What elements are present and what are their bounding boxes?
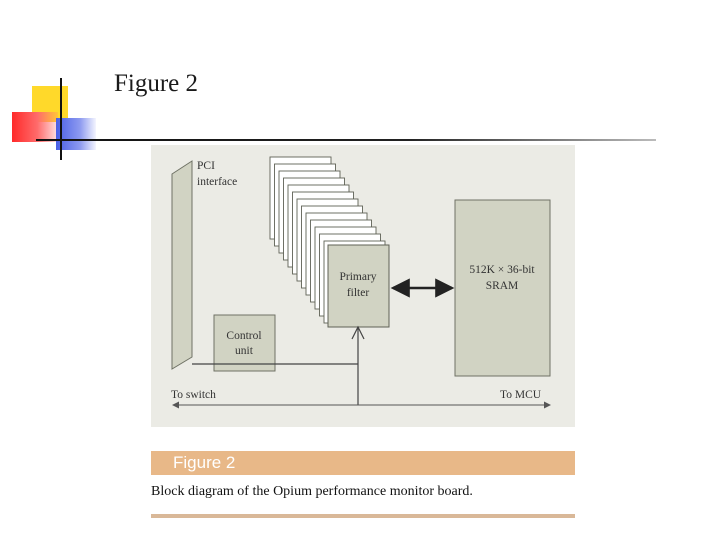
control-label-line2: unit [235,345,254,357]
sram-block [454,199,551,377]
slide-title: Figure 2 [114,70,199,97]
decor-blue-square [56,118,96,150]
block-diagram: PCI interface Primary filter 512K × 36-b… [171,156,551,409]
filter-junction-mark [351,325,365,340]
primary-filter-block [327,244,390,328]
filter-label-line1: Primary [339,271,376,283]
decor-red-square [12,112,58,142]
sram-label-line1: 512K × 36-bit [469,264,535,276]
pci-label-line2: interface [197,176,237,188]
caption-text: Block diagram of the Opium performance m… [151,484,473,499]
pci-label-line1: PCI [197,160,215,172]
caption-bar: Figure 2 [151,451,575,475]
control-label-line1: Control [226,330,261,342]
to-switch-label: To switch [171,389,216,401]
filter-label-line2: filter [347,287,370,299]
sram-label-line2: SRAM [486,280,519,292]
caption-heading: Figure 2 [173,453,236,472]
pci-interface-block [171,160,193,370]
control-unit-block [213,314,276,372]
decor-vertical-line [60,78,62,160]
caption-bottom-rule [151,514,575,518]
figure-panel: PCI interface Primary filter 512K × 36-b… [151,145,575,427]
to-mcu-label: To MCU [500,389,542,401]
title-underline [36,139,656,141]
